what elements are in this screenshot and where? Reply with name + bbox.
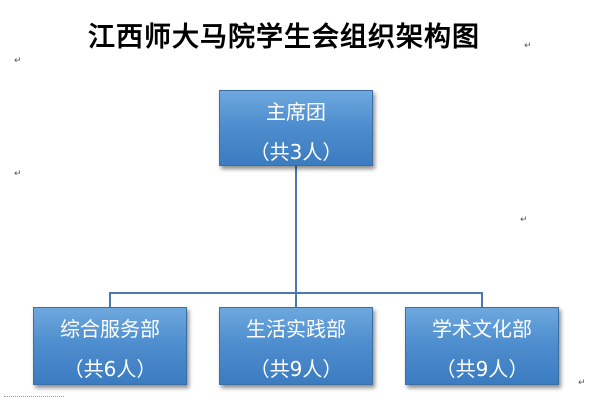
node-general-services-name: 综合服务部 bbox=[60, 317, 160, 341]
paragraph-mark-3: ↵ bbox=[520, 215, 528, 225]
dotted-underline bbox=[4, 396, 64, 399]
paragraph-mark-1: ↵ bbox=[14, 56, 22, 66]
page-title: 江西师大马院学生会组织架构图 bbox=[88, 22, 480, 53]
node-academic-culture-name: 学术文化部 bbox=[432, 317, 532, 341]
node-academic-culture-count: （共9人） bbox=[435, 357, 529, 381]
node-presidium-name: 主席团 bbox=[266, 100, 326, 124]
node-academic-culture: 学术文化部 （共9人） bbox=[405, 307, 559, 385]
paragraph-mark-title: ↵ bbox=[524, 41, 532, 51]
paragraph-mark-4: ↵ bbox=[578, 378, 586, 388]
node-general-services: 综合服务部 （共6人） bbox=[33, 307, 187, 385]
node-life-practice-count: （共9人） bbox=[249, 357, 343, 381]
node-presidium: 主席团 （共3人） bbox=[219, 90, 373, 166]
node-life-practice: 生活实践部 （共9人） bbox=[219, 307, 373, 385]
paragraph-mark-2: ↵ bbox=[14, 169, 22, 179]
node-life-practice-name: 生活实践部 bbox=[246, 317, 346, 341]
node-general-services-count: （共6人） bbox=[63, 357, 157, 381]
node-presidium-count: （共3人） bbox=[249, 140, 343, 164]
